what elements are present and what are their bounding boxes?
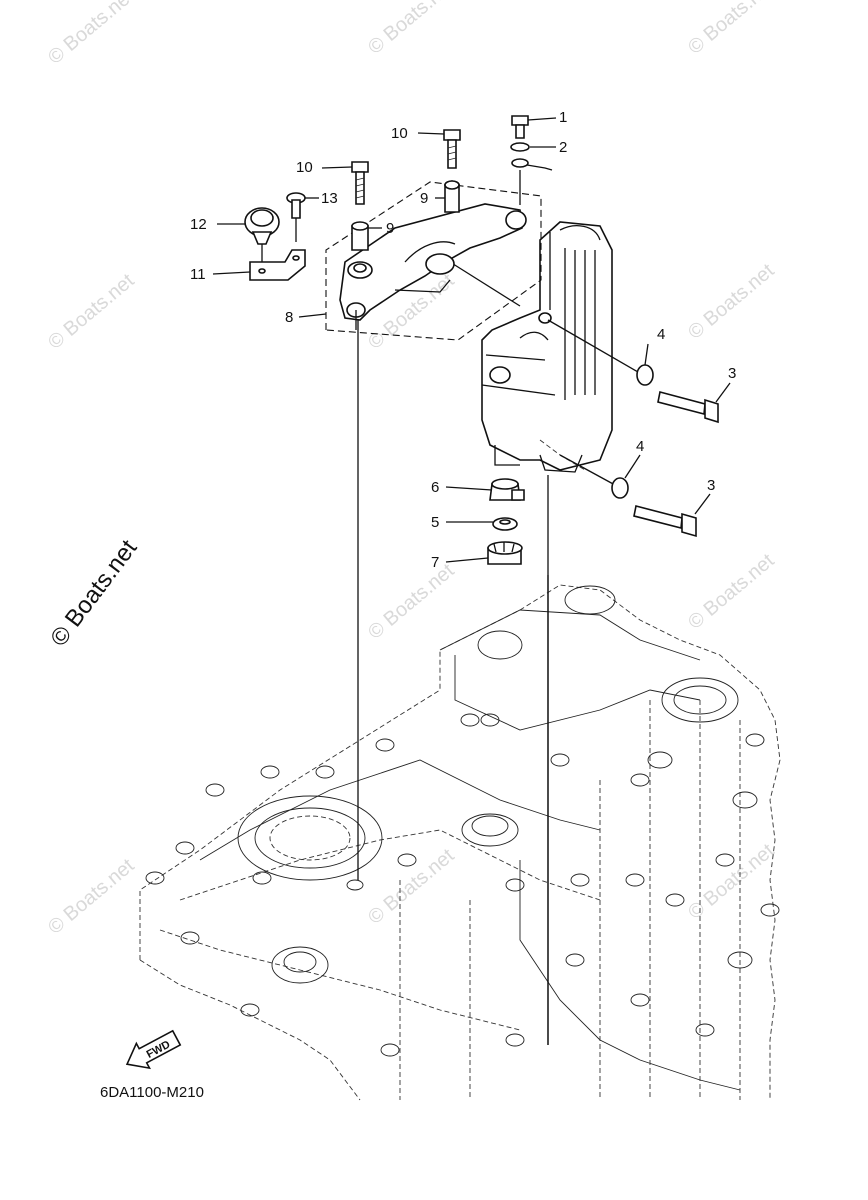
callout-11: 11	[190, 266, 206, 283]
watermark: © Boats.net	[44, 854, 139, 938]
callout-4a: 4	[657, 326, 665, 343]
watermark: © Boats.net	[364, 559, 459, 643]
bolt-3a	[657, 391, 719, 424]
callout-1: 1	[559, 109, 567, 126]
bolt-3b	[633, 505, 697, 538]
callout-lines	[212, 117, 731, 563]
collar-9a	[444, 180, 460, 213]
watermark: © Boats.net	[684, 259, 779, 343]
sensor-12	[244, 207, 280, 262]
callout-2: 2	[559, 139, 567, 156]
bolt-10a	[443, 129, 461, 169]
fwd-arrow: FWD	[125, 1029, 182, 1070]
callout-5: 5	[431, 514, 439, 531]
callout-3a: 3	[728, 365, 736, 382]
diagram-code: 6DA1100-M210	[100, 1084, 204, 1101]
watermark: © Boats.net	[684, 0, 779, 59]
callout-3b: 3	[707, 477, 715, 494]
callout-10a: 10	[391, 125, 408, 142]
fitting-6	[489, 478, 525, 501]
fwd-label: FWD	[145, 1039, 173, 1061]
bolt-10b	[351, 161, 369, 205]
collar-9b	[351, 221, 369, 251]
callout-12: 12	[190, 216, 207, 233]
bracket-assembly	[325, 181, 542, 341]
callout-7: 7	[431, 554, 439, 571]
callout-6: 6	[431, 479, 439, 496]
callout-8: 8	[285, 309, 293, 326]
watermark: © Boats.net	[44, 0, 139, 69]
screw-13	[286, 192, 306, 242]
washer-4b	[611, 477, 629, 499]
engine-block	[139, 584, 781, 1101]
callout-13: 13	[321, 190, 338, 207]
watermark-main: © Boats.net	[45, 535, 142, 652]
watermark: © Boats.net	[364, 0, 459, 59]
callout-10b: 10	[296, 159, 313, 176]
callout-9b: 9	[386, 220, 394, 237]
watermark: © Boats.net	[684, 549, 779, 633]
callout-4b: 4	[636, 438, 644, 455]
watermark: © Boats.net	[684, 839, 779, 923]
starter-motor	[481, 221, 613, 473]
nut-5	[492, 517, 518, 531]
washer-4a	[636, 364, 654, 386]
callout-numbers: 1 2 10 10 13 9 9 12 11 8 4 3 4 3 6 5 7	[190, 109, 736, 571]
bolt-1	[511, 115, 529, 139]
washer-2	[510, 142, 530, 152]
clip-7	[487, 541, 523, 565]
wire-terminal	[511, 158, 553, 205]
watermark: © Boats.net	[364, 844, 459, 928]
callout-9a: 9	[420, 190, 428, 207]
watermark: © Boats.net	[44, 269, 139, 353]
watermark-group: © Boats.net © Boats.net © Boats.net © Bo…	[44, 0, 779, 939]
plate-11	[249, 249, 306, 281]
